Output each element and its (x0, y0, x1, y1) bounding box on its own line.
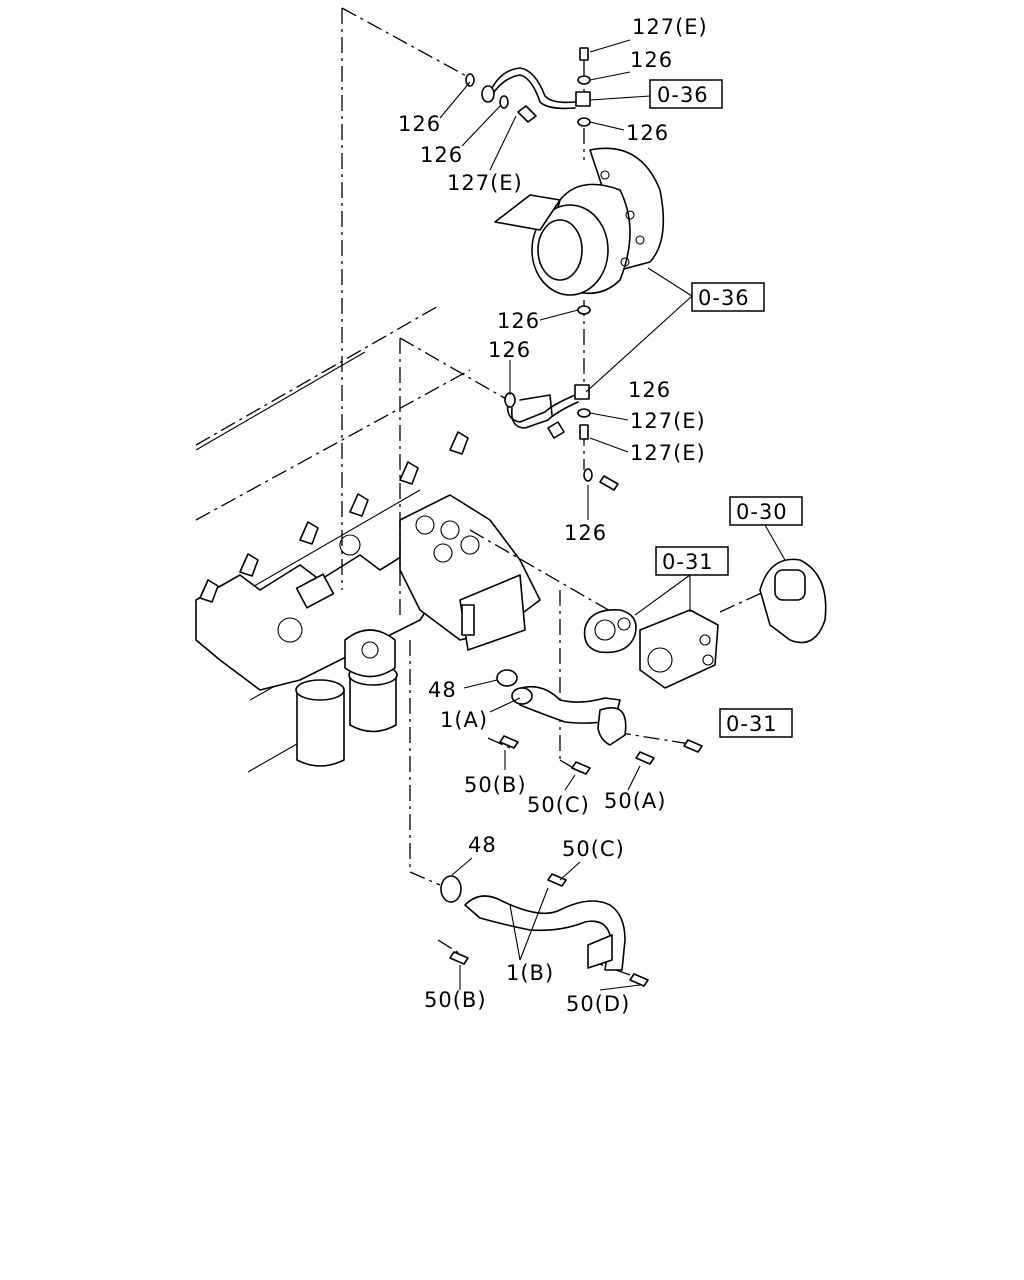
leader-lines (341, 7, 769, 976)
callout-126-a: 126 (630, 48, 673, 72)
ref-box-0-31-lower (719, 708, 793, 738)
callout-126-left2: 126 (420, 143, 463, 167)
callout-0-30: 0-30 (736, 500, 788, 524)
callout-50d: 50(D) (566, 992, 630, 1016)
return-pipe-1a (496, 669, 655, 775)
outlet-parts (583, 558, 827, 753)
callout-0-36-mid: 0-36 (698, 286, 750, 310)
lower-oil-pipe (504, 384, 619, 491)
callout-1b: 1(B) (506, 961, 554, 985)
ref-box-0-31-upper (655, 546, 729, 576)
callout-0-31-lower: 0-31 (726, 712, 778, 736)
callout-50a: 50(A) (604, 789, 666, 813)
callout-126-e: 126 (628, 378, 671, 402)
callout-126-c: 126 (497, 309, 540, 333)
callout-0-31-upper: 0-31 (662, 550, 714, 574)
callout-50c-upper: 50(C) (527, 793, 590, 817)
callout-50b-upper: 50(B) (464, 773, 527, 797)
callout-126-left1: 126 (398, 112, 441, 136)
callout-50b-lower: 50(B) (424, 988, 487, 1012)
callout-127e-b1: 127(E) (630, 409, 706, 433)
callout-127e-top: 127(E) (632, 15, 708, 39)
callout-126-b: 126 (626, 121, 669, 145)
callout-126-d: 126 (488, 338, 531, 362)
reference-boxes (649, 79, 803, 738)
engine-block (195, 304, 541, 773)
return-pipe-1b (440, 873, 649, 987)
callout-48-lower: 48 (468, 833, 497, 857)
callout-127e-left: 127(E) (447, 171, 523, 195)
callout-48-upper: 48 (428, 678, 457, 702)
callout-labels: 127(E) 126 0-36 126 126 126 127(E) 0-36 … (398, 15, 788, 1016)
callout-50c-lower: 50(C) (562, 837, 625, 861)
ref-box-0-36-top (649, 79, 723, 109)
callout-0-36-top: 0-36 (657, 83, 709, 107)
label-leaders (439, 39, 786, 991)
ref-box-0-36-mid (691, 282, 765, 312)
callout-127e-b2: 127(E) (630, 441, 706, 465)
turbocharger (494, 147, 665, 315)
callout-126-f: 126 (564, 521, 607, 545)
callout-1a: 1(A) (440, 708, 488, 732)
upper-oil-pipe (465, 47, 591, 127)
ref-box-0-30 (729, 496, 803, 526)
